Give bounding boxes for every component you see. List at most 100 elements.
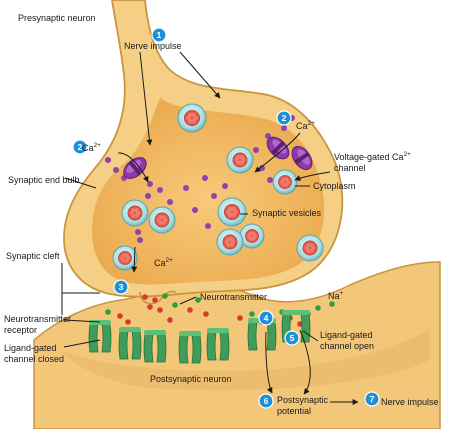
calcium-ion [167,199,173,205]
step-badge-3: 3 [113,279,129,295]
step-number: 3 [119,282,124,292]
calcium-ion [202,175,208,181]
neurotransmitter-molecule [105,309,111,315]
voltage-gated-ca-channel-right-1 [266,136,290,160]
calcium-ion [222,183,228,189]
synaptic-vesicle [177,103,207,133]
calcium-ion [145,193,151,199]
arrows [61,51,359,405]
voltage-gated-ca-channel-left [123,157,147,179]
neurotransmitter-molecule [297,321,303,327]
step-badges-group: 1 2 2 3 4 5 6 7 [72,27,380,409]
label-ligand-open-line1: Ligand-gated [320,330,373,340]
label-presynaptic-neuron: Presynaptic neuron [18,13,96,23]
step-number: 2 [78,142,83,152]
calcium-ion [105,157,111,163]
label-cytoplasm: Cytoplasm [313,181,356,191]
label-nerve-impulse-top: Nerve impulse [124,41,182,51]
synaptic-vesicle [112,245,138,271]
calcium-ion [135,229,141,235]
calcium-ion [267,177,273,183]
neurotransmitter-molecule [125,319,131,325]
step-badge-1: 1 [151,27,167,43]
calcium-ion [192,207,198,213]
synaptic-vesicle [226,146,254,174]
neurotransmitter-molecule [237,315,243,321]
calcium-ion [183,185,189,191]
ca-right-symbol: Ca [296,121,308,131]
na-charge: + [340,290,344,297]
label-synaptic-vesicles: Synaptic vesicles [252,208,322,218]
voltage-gated-ca-channel-right-2 [291,145,313,171]
label-voltage-gated-line1: Voltage-gated Ca2+ [334,151,411,162]
neurotransmitter-molecule [152,297,158,303]
neurotransmitter-molecule [187,307,193,313]
label-ligand-open-line2: channel open [320,341,374,351]
step-number: 1 [157,30,162,40]
synaptic-vesicle [296,234,324,262]
step-badge-4: 4 [258,310,274,326]
step-badge-6: 6 [258,393,274,409]
voltage-gated-text: Voltage-gated Ca [334,152,404,162]
exocytosis-pocket [139,290,177,305]
calcium-ions-group [105,115,295,243]
label-synaptic-end-bulb: Synaptic end bulb [8,175,80,185]
step-badge-2: 2 [72,139,88,155]
label-postsynaptic-potential-line1: Postsynaptic [277,395,329,405]
postsynaptic-body [60,330,430,391]
synaptic-vesicle [216,228,244,256]
label-ca-center: Ca2+ [154,257,173,268]
neurotransmitter-molecule [249,311,255,317]
synaptic-vesicle [121,199,149,227]
ligand-gated-channel-closed [143,330,167,363]
neurotransmitter-molecule [329,301,335,307]
calcium-ion [137,237,143,243]
ca-right-charge: 2+ [308,120,316,127]
step-number: 6 [264,396,269,406]
step-number: 4 [264,313,269,323]
ca-left-symbol: Ca [82,143,94,153]
synaptic-vesicle [217,197,247,227]
label-nt-receptor-line1: Neurotransmitter [4,314,71,324]
label-ca-left: Ca2+ [82,142,101,153]
ligand-gated-channel-closed [206,328,230,361]
ca-left-charge: 2+ [94,142,102,149]
label-synaptic-cleft: Synaptic cleft [6,251,60,261]
label-voltage-gated-line2: channel [334,163,366,173]
step-number: 2 [282,113,287,123]
label-postsynaptic-potential-line2: potential [277,406,311,416]
label-postsynaptic-neuron: Postsynaptic neuron [150,374,232,384]
neurotransmitter-molecule [162,293,168,299]
neurotransmitter-molecule [195,297,201,303]
label-ca-right: Ca2+ [296,120,315,131]
neurotransmitter-molecule [117,313,123,319]
step-badge-7: 7 [364,391,380,407]
label-ligand-closed-line1: Ligand-gated [4,343,57,353]
neurotransmitter-molecule [172,302,178,308]
label-ligand-closed-line2: channel closed [4,354,64,364]
synaptic-vesicle [239,223,265,249]
neurotransmitter-molecule [315,305,321,311]
step-badge-2: 2 [276,110,292,126]
neurotransmitter-molecule [203,311,209,317]
ca-center-symbol: Ca [154,258,166,268]
step-badge-5: 5 [284,330,300,346]
label-nt-receptor-line2: receptor [4,325,37,335]
label-na: Na+ [328,290,344,301]
calcium-ion [265,133,271,139]
neurotransmitter-molecule [167,317,173,323]
calcium-ion [281,125,287,131]
neurotransmitter-molecule [147,304,153,310]
na-symbol: Na [328,291,340,301]
calcium-ion [205,223,211,229]
step-number: 5 [290,333,295,343]
synaptic-vesicles-group [112,103,324,271]
calcium-ion [253,147,259,153]
synaptic-vesicle [148,206,176,234]
ligand-gated-channel-closed [118,327,142,360]
ligand-gated-channel-closed [178,331,202,364]
step-number: 7 [370,394,375,404]
calcium-ion [211,193,217,199]
